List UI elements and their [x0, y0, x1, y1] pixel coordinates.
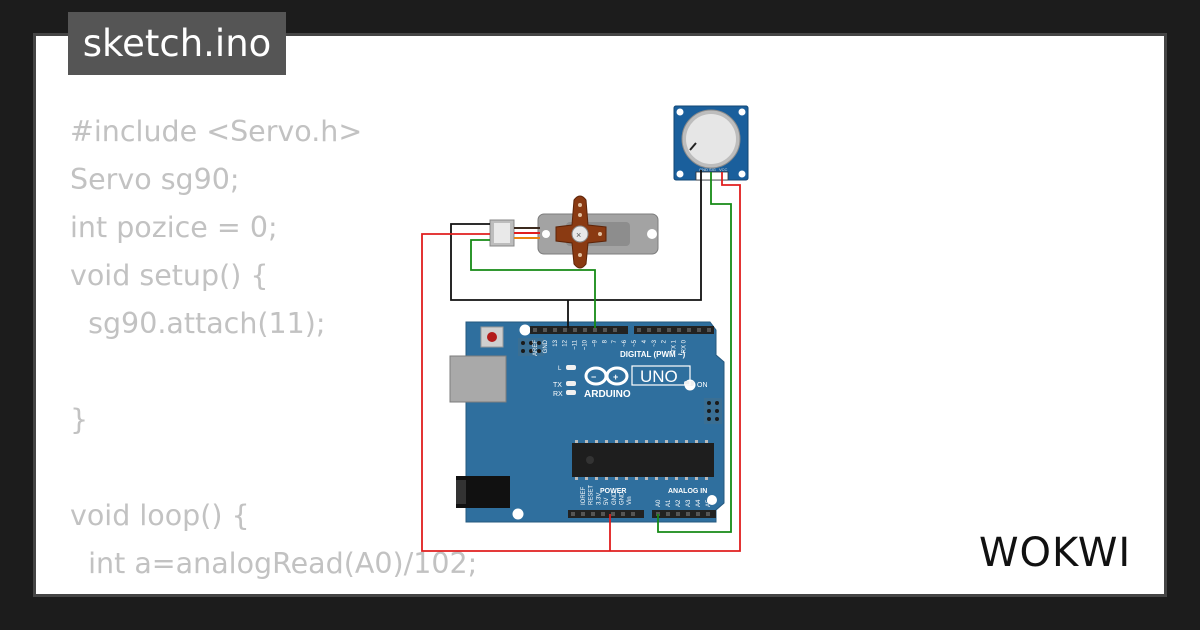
pin-label: 3.3V — [596, 493, 602, 505]
pin-label: 7 — [612, 339, 618, 343]
wire-servo-signal — [470, 239, 596, 328]
pin-label: 5V — [604, 498, 610, 505]
analog-header — [652, 510, 716, 518]
pot-knob[interactable] — [686, 114, 736, 164]
arduino-brand: ARDUINO — [584, 389, 631, 400]
pin-label: GND — [620, 491, 626, 505]
pin-label: 13 — [553, 339, 559, 346]
pin-label: IOREF — [581, 486, 587, 505]
wokwi-logo: WOKWI — [979, 530, 1131, 576]
pot-pin-label: SIG — [709, 167, 716, 172]
pin-label: A5 — [706, 499, 712, 507]
pin-label: ~3 — [652, 339, 658, 347]
pin-label: 2 — [662, 339, 668, 343]
pin-label: A1 — [666, 499, 672, 507]
pin-label: AREF — [533, 340, 539, 356]
usb-port — [449, 355, 507, 403]
code-line: Servo sg90; — [70, 163, 240, 196]
wire-pot-signal — [657, 172, 732, 533]
pin-label: ~6 — [622, 339, 628, 347]
tx-led-label: TX — [553, 382, 562, 389]
code-line: int pozice = 0; — [70, 211, 278, 244]
servo-horn[interactable]: × — [555, 195, 607, 269]
rx-led-label: RX — [553, 391, 563, 398]
code-line: void loop() { — [70, 499, 250, 532]
pin-label: A2 — [676, 499, 682, 507]
power-label: POWER — [600, 488, 626, 495]
pin-label: ~11 — [573, 339, 579, 349]
pin-label: A0 — [656, 499, 662, 507]
servo-motor[interactable]: × — [489, 195, 659, 269]
pin-label: ~9 — [592, 339, 598, 347]
power-header — [568, 510, 644, 518]
code-line: sg90.attach(11); — [70, 307, 326, 340]
pin-label: RESET — [589, 485, 595, 505]
svg-text:−: − — [591, 372, 596, 382]
wires — [421, 170, 741, 552]
wire-vcc — [421, 172, 741, 552]
wokwi-logo-text: WOKWI — [979, 530, 1131, 576]
code-line: int a=analogRead(A0)/102; — [70, 547, 478, 580]
pin-label: A3 — [686, 499, 692, 507]
atmega-chip — [572, 443, 714, 477]
digital-header-right — [634, 326, 714, 334]
pot-pin-label: VCC — [719, 167, 728, 172]
on-led-label: ON — [697, 382, 708, 389]
pin-label: 8 — [602, 339, 608, 343]
pin-label: ~5 — [632, 339, 638, 347]
pin-label: ~10 — [583, 339, 589, 350]
digital-label: DIGITAL (PWM ~) — [620, 350, 686, 359]
pin-label: TX 1 — [672, 339, 678, 352]
pin-label: RX 0 — [682, 339, 688, 353]
wire-gnd — [450, 170, 702, 301]
uno-label: UNO — [640, 367, 678, 386]
pin-label: 4 — [642, 339, 648, 343]
digital-header-left — [530, 326, 628, 334]
pot-pin-label: GND — [699, 167, 708, 172]
svg-text:×: × — [576, 230, 581, 240]
l-led-label: L — [558, 366, 562, 372]
pin-label: 12 — [563, 339, 569, 346]
svg-text:+: + — [613, 372, 618, 382]
code-preview: #include <Servo.h> Servo sg90; int pozice … — [70, 108, 770, 594]
file-tab[interactable]: sketch.ino — [68, 12, 286, 75]
pin-label: A4 — [696, 499, 702, 507]
pin-label: GND — [612, 491, 618, 505]
arduino-logo — [584, 366, 629, 386]
pin-label: Vin — [627, 496, 633, 505]
analog-label: ANALOG IN — [668, 488, 707, 495]
pin-label: GND — [543, 339, 549, 353]
code-line: #include <Servo.h> — [70, 115, 363, 148]
code-line: } — [70, 403, 89, 436]
code-line: void setup() { — [70, 259, 269, 292]
